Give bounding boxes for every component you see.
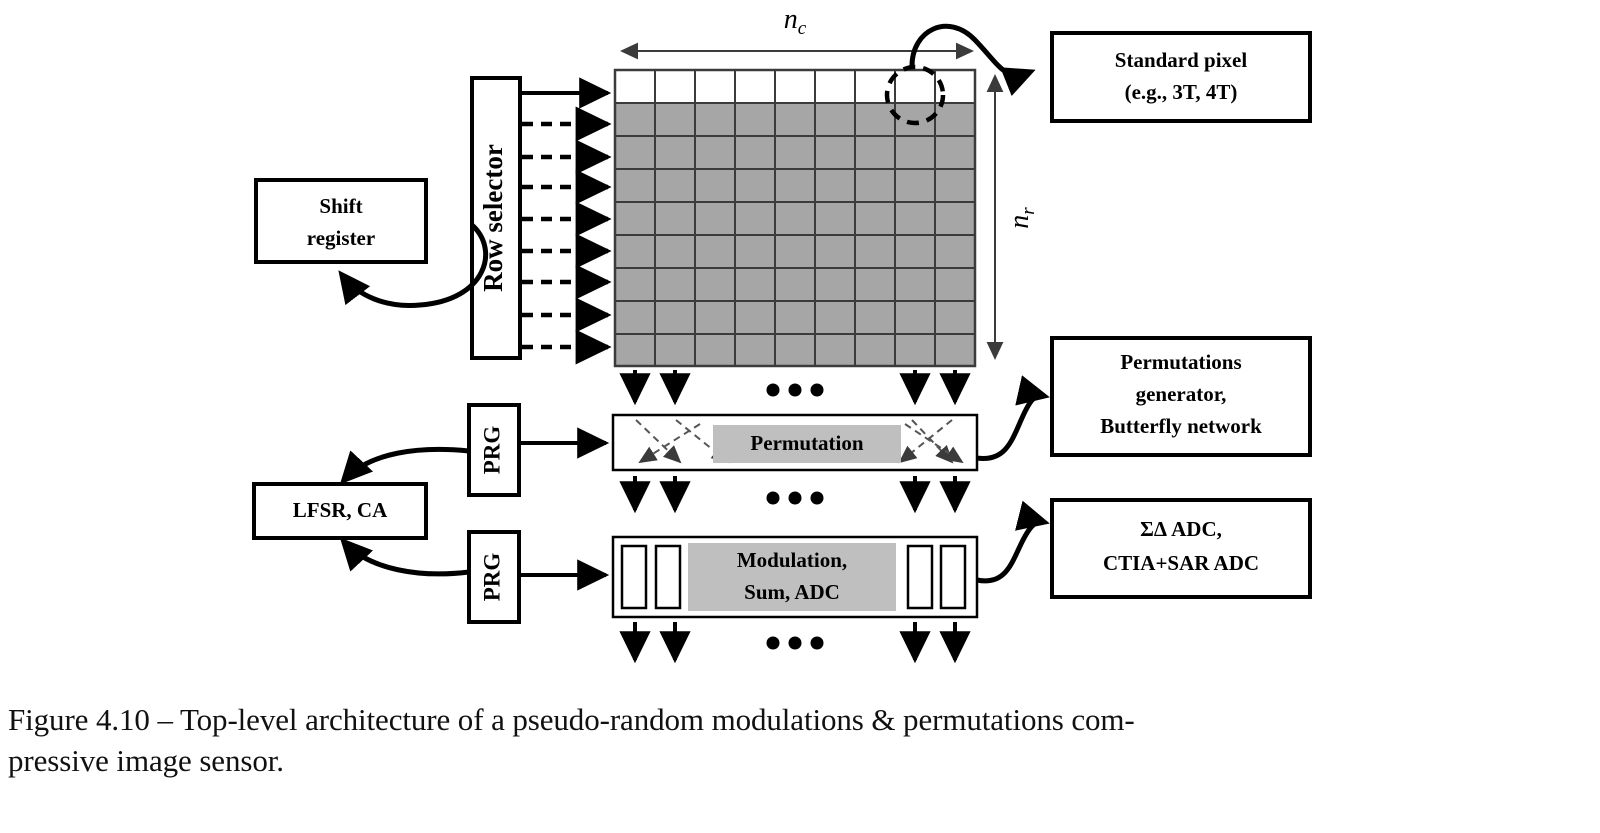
standard-pixel-callout-arrow <box>909 23 1036 97</box>
row-select-lines <box>522 77 612 365</box>
pixel-array-active-rows <box>614 102 976 367</box>
modulation-label-line2: Sum, ADC <box>744 580 840 604</box>
modulation-label-shade <box>688 543 896 611</box>
standard-pixel-label-line1: Standard pixel <box>1115 48 1248 72</box>
modulation-channel-1 <box>654 544 682 610</box>
prg-top-label: PRG <box>479 426 504 475</box>
modulation-block[interactable]: Modulation, Sum, ADC <box>611 535 979 619</box>
permutation-to-modulation-arrows <box>619 476 971 514</box>
permutations-generator-line3: Butterfly network <box>1100 414 1262 438</box>
lfsr-ca-label: LFSR, CA <box>293 498 388 522</box>
row-selector-to-shift-register-arrow <box>338 223 489 308</box>
permutations-generator-line1: Permutations <box>1120 350 1241 374</box>
prg-bottom-label: PRG <box>479 553 504 602</box>
figure-caption: Figure 4.10 – Top-level architecture of … <box>8 700 1592 782</box>
modulation-channel-0 <box>620 544 648 610</box>
permutation-butterfly-lines <box>635 419 964 464</box>
permutation-block[interactable]: Permutation <box>611 413 979 472</box>
ellipsis-array-permutation <box>766 383 824 397</box>
figure-caption-line2: pressive image sensor. <box>8 742 284 778</box>
figure-caption-line1: Figure 4.10 – Top-level architecture of … <box>8 702 1135 737</box>
prg-top-to-lfsr-arrow <box>339 446 470 485</box>
columns-symbol: n <box>784 4 798 35</box>
architecture-diagram: nc nr Row selector <box>252 4 1312 664</box>
permutation-callout-arrow <box>976 375 1050 461</box>
rows-subscript: r <box>1018 207 1039 215</box>
adc-label-line2: CTIA+SAR ADC <box>1103 551 1259 575</box>
modulation-label-line1: Modulation, <box>737 548 847 572</box>
columns-dimension-label: nc <box>784 4 807 39</box>
permutation-label: Permutation <box>750 431 863 455</box>
shift-register-label-line1: Shift <box>319 194 362 218</box>
modulation-output-arrows <box>619 622 971 664</box>
prg-bottom-to-lfsr-arrow <box>339 537 470 577</box>
modulation-callout-arrow <box>976 500 1050 584</box>
modulation-channel-7 <box>906 544 934 610</box>
standard-pixel-highlight-circle <box>884 64 946 126</box>
ellipsis-output <box>766 636 824 650</box>
rows-dimension-label: nr <box>1004 207 1039 229</box>
modulation-channel-8 <box>939 544 967 610</box>
permutations-generator-block[interactable]: Permutations generator, Butterfly networ… <box>1050 336 1312 457</box>
ellipsis-permutation-modulation <box>766 491 824 505</box>
rows-dimension: nr <box>986 74 1039 360</box>
row-selector-block[interactable]: Row selector <box>470 76 522 360</box>
shift-register-label-line2: register <box>307 226 375 250</box>
lfsr-ca-block[interactable]: LFSR, CA <box>252 482 428 540</box>
permutations-generator-line2: generator, <box>1136 382 1227 406</box>
permutation-label-shade <box>713 425 901 463</box>
rows-symbol: n <box>1004 215 1035 229</box>
shift-register-block[interactable]: Shift register <box>254 178 428 264</box>
array-to-permutation-arrows <box>619 370 971 406</box>
adc-block[interactable]: ΣΔ ADC, CTIA+SAR ADC <box>1050 498 1312 599</box>
standard-pixel-label-line2: (e.g., 3T, 4T) <box>1125 80 1238 104</box>
pixel-array <box>613 68 977 368</box>
columns-subscript: c <box>798 18 807 39</box>
standard-pixel-block[interactable]: Standard pixel (e.g., 3T, 4T) <box>1050 31 1312 123</box>
adc-label-line1: ΣΔ ADC, <box>1140 517 1222 541</box>
prg-bottom-block[interactable]: PRG <box>467 530 521 624</box>
prg-top-block[interactable]: PRG <box>467 403 521 497</box>
